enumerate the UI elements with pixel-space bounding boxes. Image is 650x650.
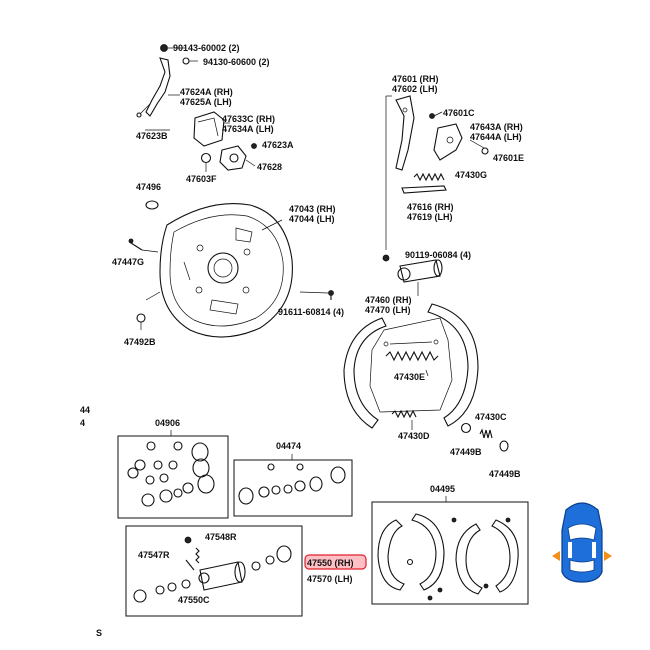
shoe-kit-box-04495 <box>371 496 529 605</box>
label-47492b[interactable]: 47492B <box>124 337 156 347</box>
label-47570[interactable]: 47570 (LH) <box>307 574 353 584</box>
label-90143-60002[interactable]: 90143-60002 (2) <box>173 43 240 53</box>
label-47449b-right[interactable]: 47449B <box>489 469 521 479</box>
label-90119-06084[interactable]: 90119-06084 (4) <box>405 250 471 260</box>
label-margin-44b[interactable]: 4 <box>80 418 85 428</box>
bracket-icon <box>193 111 225 147</box>
label-47601[interactable]: 47601 (RH) <box>392 74 439 84</box>
brake-shoe-right-icon <box>427 303 479 427</box>
label-47550[interactable]: 47550 (RH) <box>307 558 354 568</box>
label-47624a[interactable]: 47624A (RH) <box>180 87 233 97</box>
label-47430c[interactable]: 47430C <box>475 412 507 422</box>
label-47619[interactable]: 47619 (LH) <box>407 212 453 222</box>
kit-box-04906 <box>117 430 229 519</box>
rear-left-indicator-icon <box>552 551 560 561</box>
washer-icon <box>182 57 190 65</box>
label-margin-44a[interactable]: 44 <box>80 405 90 415</box>
label-47623a[interactable]: 47623A <box>262 140 294 150</box>
label-47496[interactable]: 47496 <box>136 182 161 192</box>
label-47601c[interactable]: 47601C <box>443 108 475 118</box>
label-94130-60600[interactable]: 94130-60600 (2) <box>203 57 270 67</box>
label-47470[interactable]: 47470 (LH) <box>365 305 411 315</box>
label-47634a[interactable]: 47634A (LH) <box>222 124 274 134</box>
label-47430d[interactable]: 47430D <box>398 431 430 441</box>
backing-plate-group <box>128 200 334 338</box>
label-47603f[interactable]: 47603F <box>186 174 217 184</box>
label-47616[interactable]: 47616 (RH) <box>407 202 454 212</box>
label-04495[interactable]: 04495 <box>430 484 455 494</box>
backing-plate-icon <box>159 203 293 338</box>
label-47430e[interactable]: 47430E <box>394 372 425 382</box>
label-47548r[interactable]: 47548R <box>205 532 237 542</box>
adjuster-group <box>382 95 489 296</box>
selected-part-highlight[interactable] <box>304 554 367 570</box>
kit-box-04474 <box>233 454 353 517</box>
label-47043[interactable]: 47043 (RH) <box>289 204 336 214</box>
label-margin-s[interactable]: S <box>96 628 102 638</box>
spring-icon <box>413 172 445 182</box>
bolt-icon <box>160 44 168 52</box>
lever-icon <box>145 57 171 117</box>
label-47623b[interactable]: 47623B <box>136 131 168 141</box>
label-47460[interactable]: 47460 (RH) <box>365 295 412 305</box>
label-04906[interactable]: 04906 <box>155 418 180 428</box>
label-47449b-left[interactable]: 47449B <box>450 447 482 457</box>
adjusting-lever-icon <box>395 95 415 171</box>
label-47550c[interactable]: 47550C <box>178 595 210 605</box>
label-04474[interactable]: 04474 <box>276 441 301 451</box>
rear-right-indicator-icon <box>604 551 612 561</box>
parking-brake-lever-group <box>136 44 257 172</box>
label-47633c[interactable]: 47633C (RH) <box>222 114 275 124</box>
label-47601e[interactable]: 47601E <box>493 153 524 163</box>
label-47547r[interactable]: 47547R <box>138 550 170 560</box>
brake-shoe-left-icon <box>343 317 387 429</box>
label-47430g[interactable]: 47430G <box>455 170 487 180</box>
label-91611-60814[interactable]: 91611-60814 (4) <box>278 307 344 317</box>
label-47643a[interactable]: 47643A (RH) <box>470 122 523 132</box>
wheel-cylinder-box <box>125 525 303 617</box>
label-47625a[interactable]: 47625A (LH) <box>180 97 232 107</box>
car-position-icon[interactable] <box>552 502 612 583</box>
label-47644a[interactable]: 47644A (LH) <box>470 132 522 142</box>
label-47044[interactable]: 47044 (LH) <box>289 214 335 224</box>
label-47447g[interactable]: 47447G <box>112 257 144 267</box>
part-labels: 90143-60002 (2) 94130-60600 (2) 47624A (RH… <box>80 43 524 638</box>
brake-shoe-assembly <box>343 303 509 452</box>
label-47602[interactable]: 47602 (LH) <box>392 84 438 94</box>
label-47628[interactable]: 47628 <box>257 162 282 172</box>
